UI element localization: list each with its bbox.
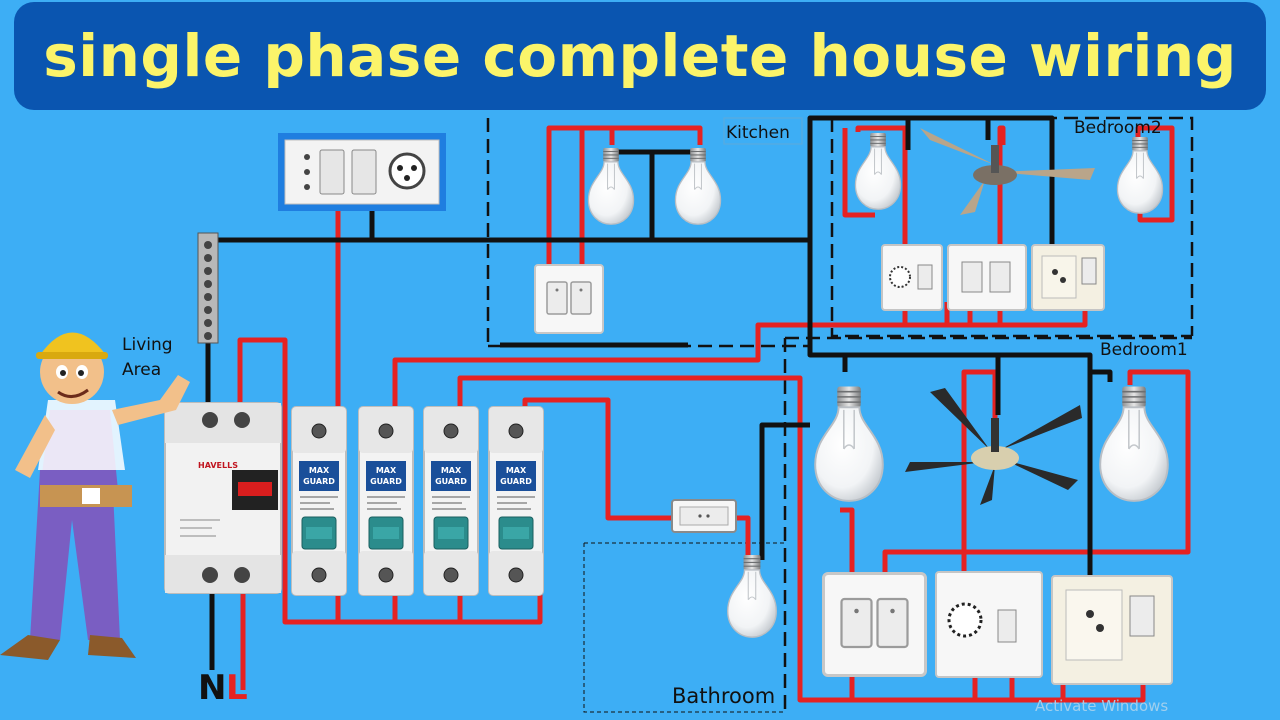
electrician-cartoon — [0, 332, 190, 660]
main-breaker-brand: HAVELLS — [198, 461, 238, 470]
bedroom2-label: Bedroom2 — [1074, 118, 1162, 138]
bathroom-label: Bathroom — [672, 684, 776, 708]
bedroom1-boards — [822, 571, 1173, 685]
title-banner: single phase complete house wiring — [14, 2, 1266, 110]
bedroom2-bulb-2 — [1116, 136, 1164, 214]
living-switch-panel — [278, 133, 446, 211]
bedroom2-boards — [881, 244, 1105, 311]
bedroom2-fan — [920, 128, 1095, 215]
bedroom1-bulb-1 — [814, 385, 884, 503]
mcb-1 — [291, 406, 347, 596]
mcb-4 — [488, 406, 544, 596]
living-area-label-line2: Area — [122, 360, 162, 380]
neutral-terminal-label: N — [198, 668, 227, 708]
bedroom1-bulb-2 — [1099, 385, 1169, 503]
kitchen-label: Kitchen — [726, 123, 790, 143]
kitchen-label-box — [723, 117, 803, 145]
bathroom-switch — [671, 499, 737, 533]
kitchen-bulb-1 — [587, 147, 635, 226]
bedroom2-bulb-1 — [854, 132, 902, 210]
bathroom-bulb — [727, 555, 777, 638]
kitchen-bulb-2 — [674, 147, 722, 226]
bedroom1-label: Bedroom1 — [1100, 340, 1188, 360]
page-title: single phase complete house wiring — [43, 22, 1237, 90]
main-breaker: HAVELLS — [164, 402, 282, 594]
mcb-row — [291, 406, 544, 596]
kitchen-switchboard — [534, 264, 604, 334]
mcb-3 — [423, 406, 479, 596]
live-terminal-label: L — [226, 668, 248, 708]
bedroom1-fan — [905, 388, 1082, 505]
watermark-text: Activate Windows — [1035, 697, 1169, 715]
mcb-2 — [358, 406, 414, 596]
living-area-label-line1: Living — [122, 335, 173, 355]
bathroom-boundary — [583, 542, 785, 713]
neutral-link-bar — [197, 232, 219, 344]
